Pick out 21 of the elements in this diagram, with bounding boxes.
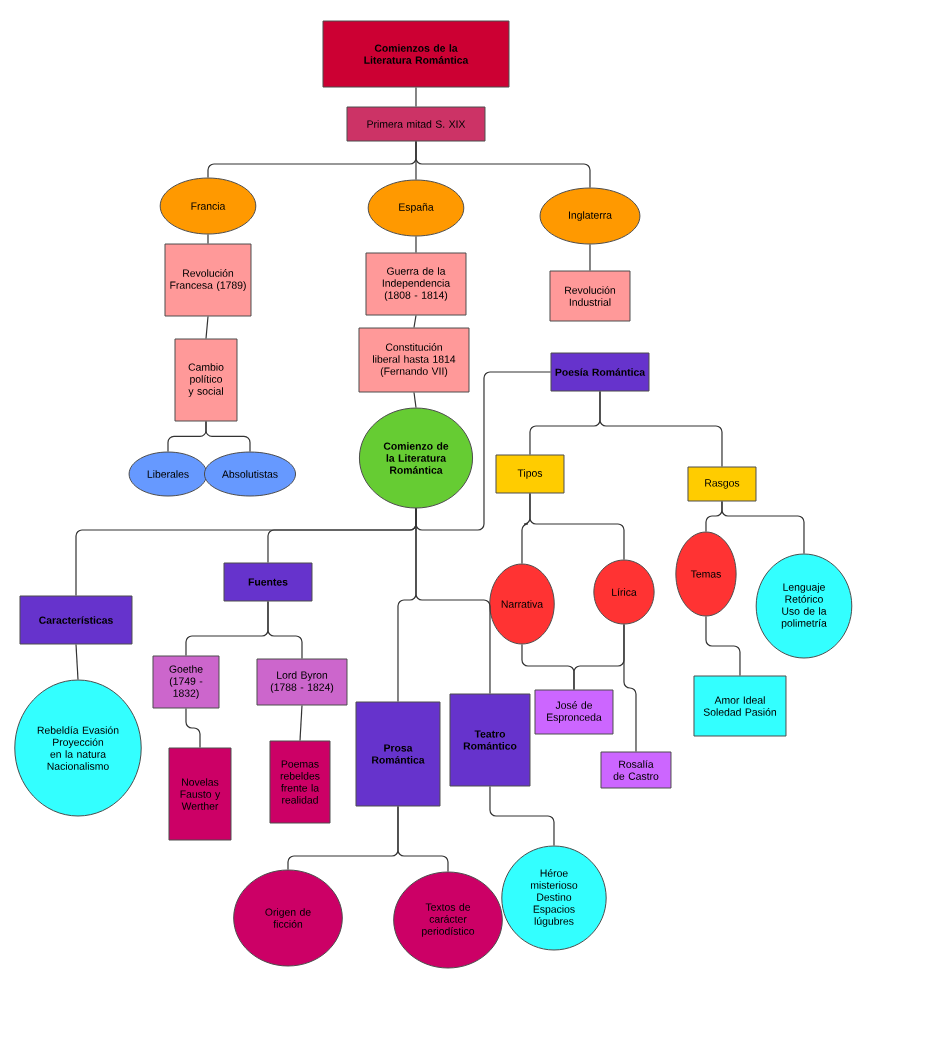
connector [489,785,555,847]
connector [75,643,79,681]
connector [589,243,591,272]
connector [413,314,417,329]
connector [413,391,417,409]
connector [599,390,723,468]
connector [721,500,805,555]
connector [415,235,417,254]
connector [207,233,209,245]
connector [185,707,201,749]
connector [205,420,251,453]
connector [205,315,209,340]
connector [529,492,625,561]
connector [415,507,491,695]
connector [299,704,303,742]
connector [623,623,637,753]
connector [415,371,552,531]
connector [397,805,449,873]
connector [415,86,417,108]
connector [267,600,303,660]
connector [705,615,741,677]
